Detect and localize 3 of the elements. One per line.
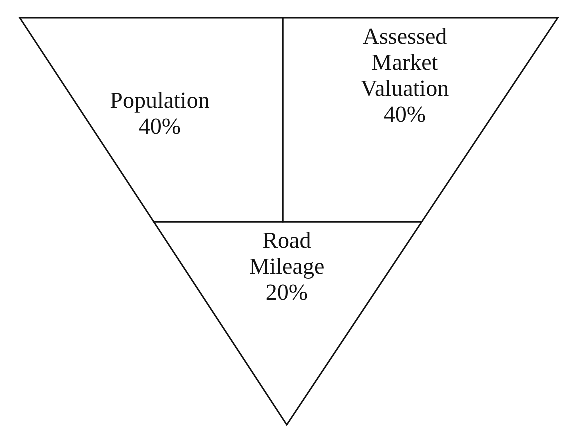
- segment-label: Assessed Market Valuation 40%: [360, 24, 450, 128]
- segment-label: Road Mileage 20%: [248, 228, 326, 306]
- segment-label: Population 40%: [109, 88, 211, 140]
